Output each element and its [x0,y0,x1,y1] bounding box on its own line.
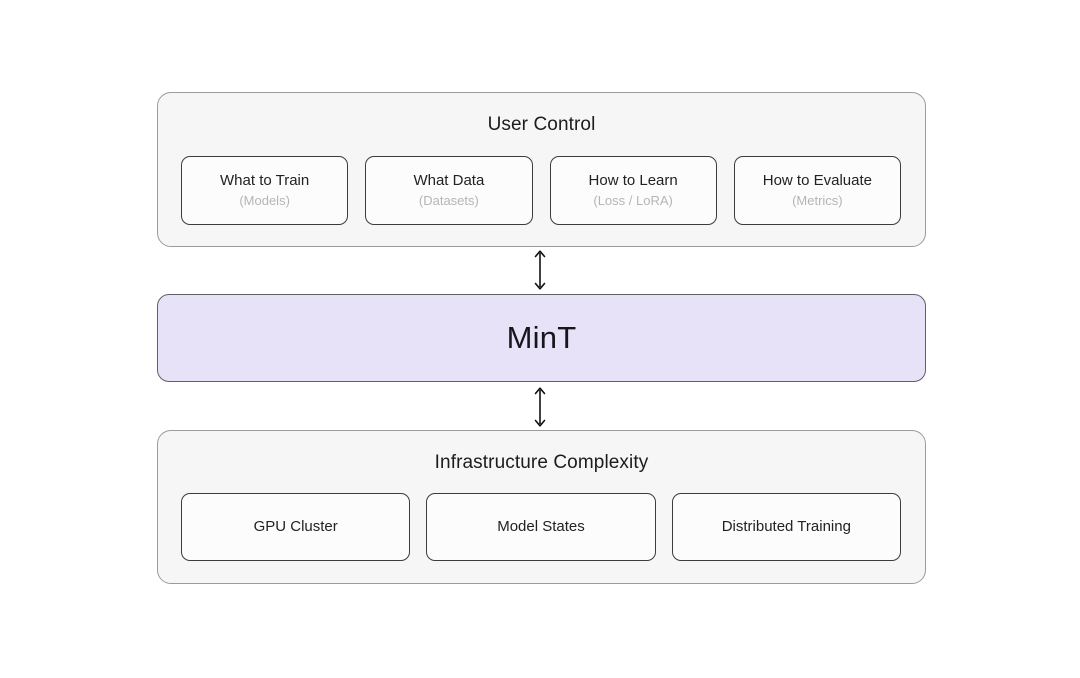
bidirectional-arrow-icon [534,387,546,427]
card-how-to-evaluate: How to Evaluate (Metrics) [733,156,901,225]
card-sublabel: (Loss / LoRA) [593,192,673,208]
infrastructure-panel: Infrastructure Complexity GPU Cluster Mo… [157,430,926,584]
card-label: GPU Cluster [253,517,338,535]
card-sublabel: (Metrics) [792,192,843,208]
card-sublabel: (Models) [239,192,290,208]
bidirectional-arrow-icon [534,250,546,290]
card-distributed-training: Distributed Training [671,493,901,561]
card-label: How to Learn [588,172,678,190]
infrastructure-cards-row: GPU Cluster Model States Distributed Tra… [181,493,901,561]
card-sublabel: (Datasets) [418,192,479,208]
infrastructure-title: Infrastructure Complexity [434,452,649,473]
card-what-to-train: What to Train (Models) [181,156,349,225]
card-how-to-learn: How to Learn (Loss / LoRA) [549,156,717,225]
card-what-data: What Data (Datasets) [365,156,533,225]
mint-label: MinT [506,320,577,355]
card-label: What to Train [220,172,310,190]
mint-box: MinT [157,294,926,382]
card-label: Model States [497,517,585,535]
card-label: How to Evaluate [762,172,872,190]
card-gpu-cluster: GPU Cluster [181,493,411,561]
card-label: What Data [413,172,485,190]
user-control-cards-row: What to Train (Models) What Data (Datase… [181,156,901,225]
card-label: Distributed Training [721,517,851,535]
card-model-states: Model States [426,493,656,561]
user-control-title: User Control [487,114,596,135]
user-control-panel: User Control What to Train (Models) What… [157,92,926,247]
